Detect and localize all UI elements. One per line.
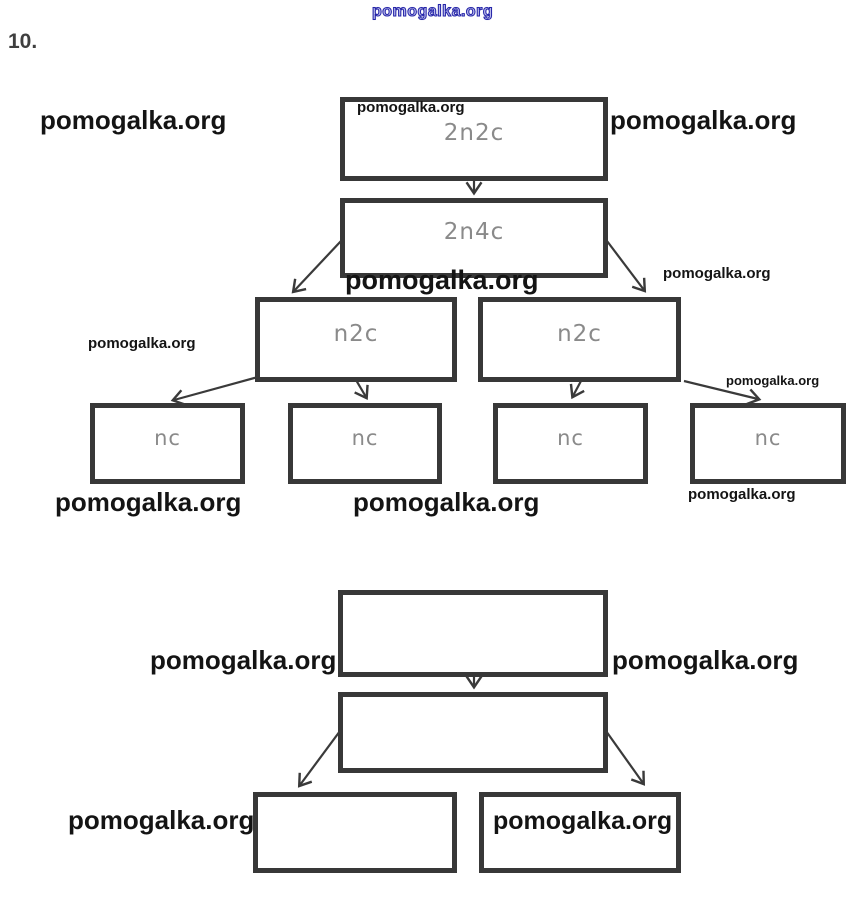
arrow-t2-middle-to-right bbox=[605, 730, 646, 786]
watermark-above-nc4: pomogalka.org bbox=[726, 373, 820, 388]
box-label-nc-2: nc bbox=[351, 425, 379, 450]
tree1-box-nc-1: nc bbox=[90, 403, 245, 484]
tree2-box-bottom-right bbox=[479, 792, 681, 873]
watermark-t2-left-of-top-box: pomogalka.org bbox=[150, 645, 337, 675]
box-label-n2c-right: n2c bbox=[557, 320, 602, 347]
tree1-box-2n4c: 2n4c bbox=[340, 198, 608, 278]
tree1-box-nc-4: nc bbox=[690, 403, 846, 484]
tree1-box-2n2c: 2n2c bbox=[340, 97, 608, 181]
watermark-below-nc4: pomogalka.org bbox=[688, 486, 796, 503]
problem-number: 10. bbox=[8, 30, 38, 53]
watermark-left-of-n2c: pomogalka.org bbox=[88, 335, 196, 352]
watermark-t2-left-of-bottom-box: pomogalka.org bbox=[68, 805, 255, 835]
arrow-2n4c-to-n2c-right bbox=[606, 240, 647, 293]
arrow-t2-middle-to-left bbox=[297, 730, 341, 788]
watermark-right-of-2n4c: pomogalka.org bbox=[663, 265, 771, 282]
tree1-box-nc-3: nc bbox=[493, 403, 648, 484]
tree2-box-bottom-left bbox=[253, 792, 457, 873]
box-label-2n2c: 2n2c bbox=[443, 120, 505, 146]
box-label-nc-4: nc bbox=[754, 425, 782, 450]
watermark-top-right: pomogalka.org bbox=[610, 105, 797, 135]
watermark-t2-right-of-top-box: pomogalka.org bbox=[612, 645, 799, 675]
watermark-t2-inside-bottom-right-box: pomogalka.org bbox=[493, 807, 673, 835]
arrow-2n4c-to-n2c-left bbox=[291, 240, 342, 294]
arrow-n2cright-to-nc3 bbox=[569, 380, 585, 400]
arrow-n2cleft-to-nc1 bbox=[170, 375, 259, 406]
arrow-n2cleft-to-nc2 bbox=[354, 379, 369, 400]
tree1-box-n2c-right: n2c bbox=[478, 297, 681, 382]
watermark-header: pomogalka.org bbox=[371, 3, 494, 21]
watermark-inside-2n2c-box: pomogalka.org bbox=[357, 99, 465, 116]
box-label-nc-3: nc bbox=[557, 425, 584, 450]
tree2-box-top bbox=[338, 590, 608, 677]
watermark-below-nc2: pomogalka.org bbox=[353, 487, 540, 517]
box-label-n2c-left: n2c bbox=[333, 320, 379, 347]
tree2-box-middle bbox=[338, 692, 608, 773]
box-label-2n4c: 2n4c bbox=[443, 219, 505, 245]
tree1-box-n2c-left: n2c bbox=[255, 297, 457, 382]
box-label-nc-1: nc bbox=[154, 425, 181, 450]
watermark-top-left: pomogalka.org bbox=[40, 105, 227, 135]
watermark-below-nc1: pomogalka.org bbox=[55, 487, 242, 517]
watermark-center-below-2n4c: pomogalka.org bbox=[345, 265, 539, 295]
tree1-box-nc-2: nc bbox=[288, 403, 442, 484]
